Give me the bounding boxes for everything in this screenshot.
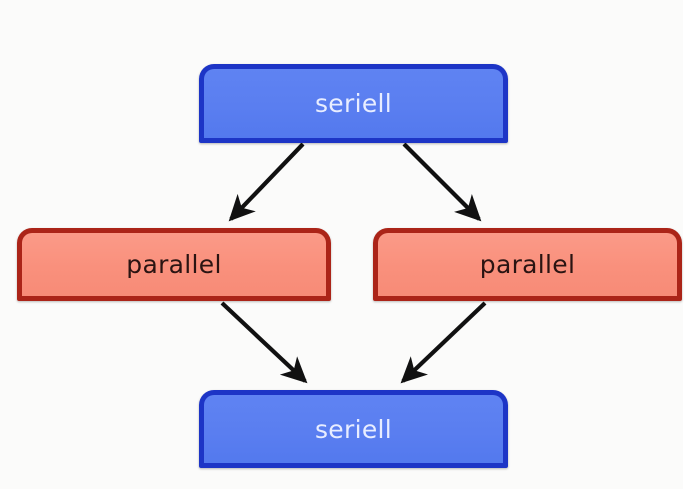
edge-top-to-parallel-left <box>228 142 305 222</box>
edge-top-to-parallel-right <box>402 142 482 222</box>
page-right-edge <box>683 0 696 489</box>
node-label: seriell <box>314 414 392 444</box>
node-parallel-left: parallel <box>17 228 331 301</box>
node-label: seriell <box>314 89 392 118</box>
node-label: parallel <box>479 250 576 279</box>
node-label: parallel <box>126 250 222 279</box>
node-seriell-bottom: seriell <box>199 390 508 468</box>
edge-parallel-right-to-bottom <box>400 301 487 384</box>
node-seriell-top: seriell <box>199 64 508 143</box>
edge-parallel-left-to-bottom <box>220 301 308 384</box>
node-parallel-right: parallel <box>373 228 682 301</box>
